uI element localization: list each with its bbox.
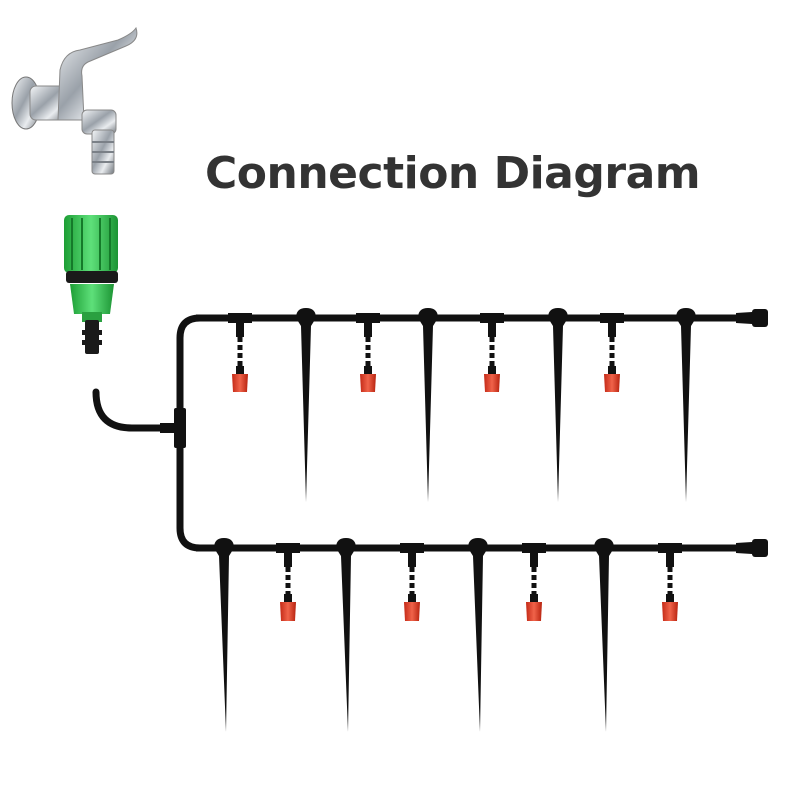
dripper-icon [228, 313, 252, 392]
faucet-icon [11, 26, 138, 175]
tee-junction-icon [160, 408, 186, 448]
dripper-icon [600, 313, 624, 392]
ground-stake-icon [676, 308, 696, 502]
ground-stake-icon [468, 538, 488, 732]
ground-stake-icon [336, 538, 356, 732]
dripper-icon [658, 543, 682, 621]
dripper-icon [400, 543, 424, 621]
dripper-icon [276, 543, 300, 621]
end-plug-icon [736, 539, 768, 557]
ground-stake-icon [214, 538, 234, 732]
diagram-title: Connection Diagram [205, 148, 701, 199]
dripper-icon [480, 313, 504, 392]
ground-stake-icon [418, 308, 438, 502]
dripper-icon [522, 543, 546, 621]
dripper-icon [356, 313, 380, 392]
ground-stake-icon [594, 538, 614, 732]
end-plug-icon [736, 309, 768, 327]
quick-connect-adapter-icon [64, 215, 118, 354]
ground-stake-icon [548, 308, 568, 502]
ground-stake-icon [296, 308, 316, 502]
feed-tube [92, 388, 172, 432]
